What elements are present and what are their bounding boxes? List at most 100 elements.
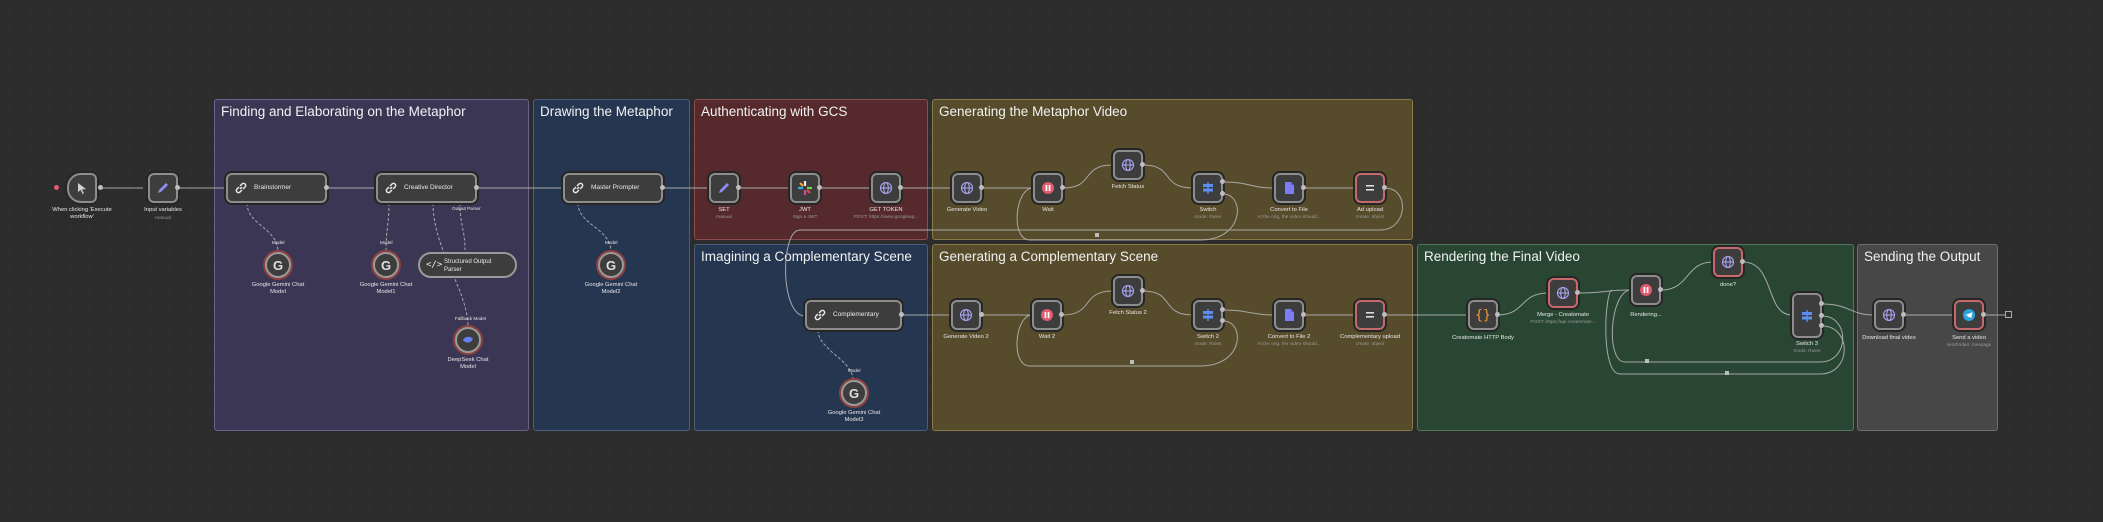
node-jwt[interactable] [790, 173, 820, 203]
node-subtitle: POST: https://api.creatomate... [1530, 320, 1596, 325]
sticky-output[interactable]: Sending the Output [1857, 244, 1998, 431]
output-port[interactable] [979, 185, 984, 190]
node-gemini-model2[interactable]: G [598, 252, 624, 278]
node-convert-to-file[interactable] [1274, 173, 1304, 203]
output-port[interactable] [899, 312, 904, 317]
node-subtitle: manual [716, 215, 732, 220]
output-port[interactable] [660, 185, 665, 190]
sticky-title: Imagining a Complementary Scene [701, 249, 912, 264]
output-port[interactable] [98, 185, 103, 190]
sticky-imagining[interactable]: Imagining a Complementary Scene [694, 244, 928, 431]
output-port[interactable] [1301, 185, 1306, 190]
node-gemini-model3[interactable]: G [841, 380, 867, 406]
node-creative-director[interactable]: Creative Director [376, 173, 477, 203]
node-label: Wait 2 [1038, 334, 1056, 340]
google-icon: G [848, 385, 860, 401]
output-port[interactable] [1819, 313, 1824, 318]
output-port[interactable] [1140, 288, 1145, 293]
file-icon [1276, 175, 1302, 201]
node-label: Complementary upload [1340, 334, 1400, 340]
node-input-variables[interactable] [148, 173, 178, 203]
output-port[interactable] [1059, 312, 1064, 317]
node-complementary-upload[interactable] [1355, 300, 1385, 330]
node-get-token[interactable] [871, 173, 901, 203]
node-gemini-model[interactable]: G [265, 252, 291, 278]
output-port[interactable] [1220, 179, 1225, 184]
node-generate-video[interactable] [952, 173, 982, 203]
node-switch-3[interactable] [1792, 293, 1822, 338]
node-ad-upload[interactable] [1355, 173, 1385, 203]
google-icon: G [380, 257, 392, 273]
output-port[interactable] [1301, 312, 1306, 317]
output-port[interactable] [1901, 312, 1906, 317]
pause-icon [1035, 175, 1061, 201]
connection [1061, 290, 1114, 316]
output-port[interactable] [817, 185, 822, 190]
output-port[interactable] [1060, 185, 1065, 190]
connection [1660, 261, 1714, 291]
output-port[interactable] [736, 185, 741, 190]
output-port[interactable] [1220, 191, 1225, 196]
node-structured-output-parser[interactable]: </> Structured Output Parser [418, 252, 517, 278]
node-subtitle: At the orig, the video should... [1257, 342, 1321, 347]
ai-connection [432, 202, 469, 328]
node-complementary[interactable]: Complementary [805, 300, 902, 330]
output-port[interactable] [1382, 312, 1387, 317]
node-done[interactable] [1713, 247, 1743, 277]
output-port[interactable] [1382, 185, 1387, 190]
signpost-icon [1195, 175, 1221, 201]
node-master-prompter[interactable]: Master Prompter [563, 173, 663, 203]
node-subtitle: Sign a JWT [792, 215, 818, 220]
node-download-final-video[interactable] [1874, 300, 1904, 330]
sticky-drawing[interactable]: Drawing the Metaphor [533, 99, 690, 431]
output-port[interactable] [1819, 301, 1824, 306]
equals-icon [1357, 175, 1383, 201]
jwt-icon [792, 175, 818, 201]
node-label: JWT [799, 207, 811, 213]
output-port[interactable] [1575, 290, 1580, 295]
output-port[interactable] [1981, 312, 1986, 317]
node-fetch-status[interactable] [1113, 150, 1143, 180]
node-trigger[interactable] [67, 173, 97, 203]
node-switch-2[interactable] [1193, 300, 1223, 330]
node-wait[interactable] [1033, 173, 1063, 203]
node-label: done? [1719, 282, 1737, 288]
sticky-complementary-scene[interactable]: Generating a Complementary Scene [932, 244, 1413, 431]
pause-icon [1633, 277, 1659, 303]
output-port[interactable] [1495, 312, 1500, 317]
output-port[interactable] [979, 312, 984, 317]
node-deepseek-model[interactable] [455, 327, 481, 353]
output-port[interactable] [474, 185, 479, 190]
add-node-button[interactable] [2005, 311, 2012, 318]
sticky-gcs[interactable]: Authenticating with GCS [694, 99, 928, 240]
node-brainstormer[interactable]: Brainstormer [226, 173, 327, 203]
output-port[interactable] [324, 185, 329, 190]
node-fetch-status-2[interactable] [1113, 276, 1143, 306]
output-port[interactable] [1740, 259, 1745, 264]
node-rendering[interactable] [1631, 275, 1661, 305]
edge-label-model: Model [272, 240, 285, 245]
node-generate-video-2[interactable] [951, 300, 981, 330]
node-merge-creatomate[interactable] [1548, 278, 1578, 308]
node-gemini-model1[interactable]: G [373, 252, 399, 278]
output-port[interactable] [1220, 307, 1225, 312]
output-port[interactable] [898, 185, 903, 190]
output-port[interactable] [175, 185, 180, 190]
sticky-title: Rendering the Final Video [1424, 249, 1580, 264]
node-set[interactable] [709, 173, 739, 203]
node-send-video[interactable] [1954, 300, 1984, 330]
output-port[interactable] [1220, 318, 1225, 323]
sticky-title: Sending the Output [1864, 249, 1981, 264]
output-port[interactable] [1658, 287, 1663, 292]
node-wait-2[interactable] [1032, 300, 1062, 330]
sticky-title: Authenticating with GCS [701, 104, 848, 119]
output-port[interactable] [1819, 323, 1824, 328]
output-port[interactable] [1140, 162, 1145, 167]
globe-icon [1876, 302, 1902, 328]
node-convert-to-file-2[interactable] [1274, 300, 1304, 330]
node-label: Structured Output Parser [444, 259, 492, 273]
node-creatomate-body[interactable]: {} [1468, 300, 1498, 330]
node-switch[interactable] [1193, 173, 1223, 203]
edge-label-fallback: Fallback Model [455, 316, 486, 321]
